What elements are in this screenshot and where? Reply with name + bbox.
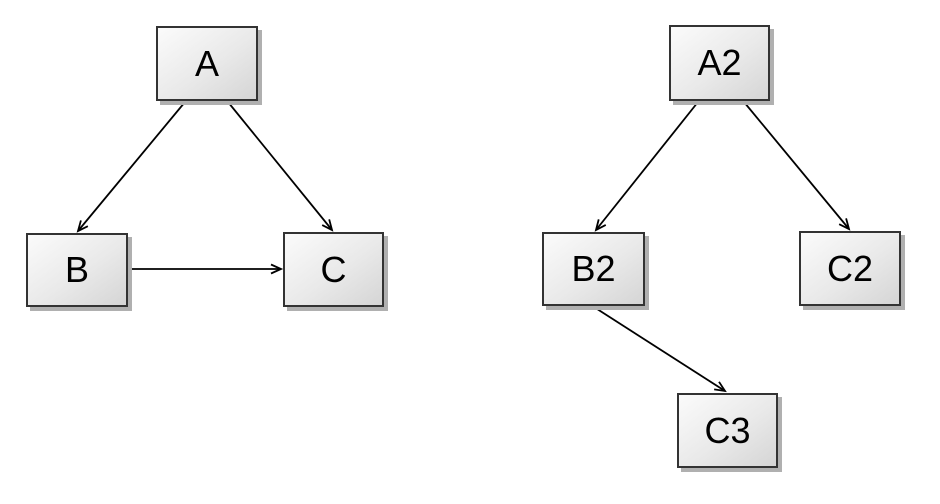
node-b2-label: B2 xyxy=(571,248,616,289)
node-c3: C3 xyxy=(677,393,778,468)
node-b-label: B xyxy=(64,249,89,290)
edge-a-to-c xyxy=(227,101,334,232)
node-a2: A2 xyxy=(669,25,770,101)
node-c3-label: C3 xyxy=(704,409,751,451)
node-c-label: C xyxy=(320,248,347,290)
node-a-label: A xyxy=(194,42,219,84)
node-a2-label: A2 xyxy=(697,42,742,83)
edge-a2-to-b2 xyxy=(594,101,699,232)
node-b2: B2 xyxy=(542,232,645,306)
edge-b2-to-c3 xyxy=(593,306,727,393)
node-b: B xyxy=(26,233,128,307)
edge-a2-to-c2 xyxy=(743,101,851,231)
node-c: C xyxy=(283,232,384,307)
node-c2: C2 xyxy=(799,231,901,306)
edge-a-to-b xyxy=(76,101,186,233)
node-a: A xyxy=(156,26,258,101)
node-c2-label: C2 xyxy=(826,247,874,289)
